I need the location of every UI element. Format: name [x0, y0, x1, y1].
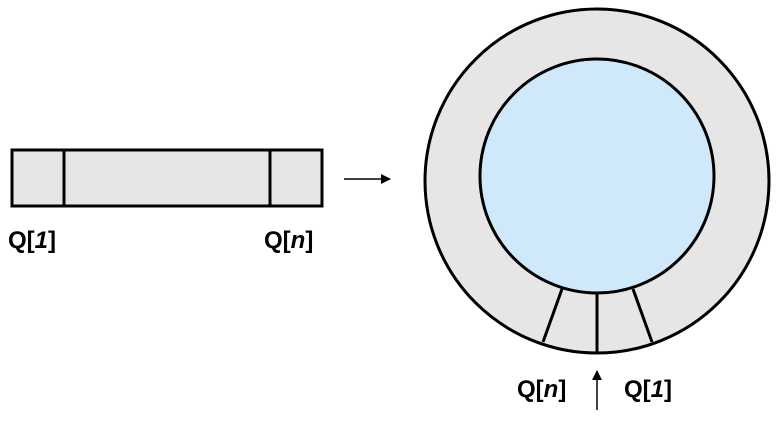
- circular-last-label: Q[n]: [517, 376, 566, 403]
- linear-first-label: Q[1]: [8, 227, 56, 254]
- linear-array-body: [10, 148, 324, 208]
- linear-last-label: Q[n]: [264, 227, 313, 254]
- circular-divider-left: [541, 288, 564, 343]
- circular-first-label: Q[1]: [624, 376, 672, 403]
- circular-array: [423, 7, 771, 355]
- circular-divider-right: [631, 288, 654, 343]
- circular-array-inner-circle: [478, 57, 716, 295]
- linear-array: [10, 148, 324, 208]
